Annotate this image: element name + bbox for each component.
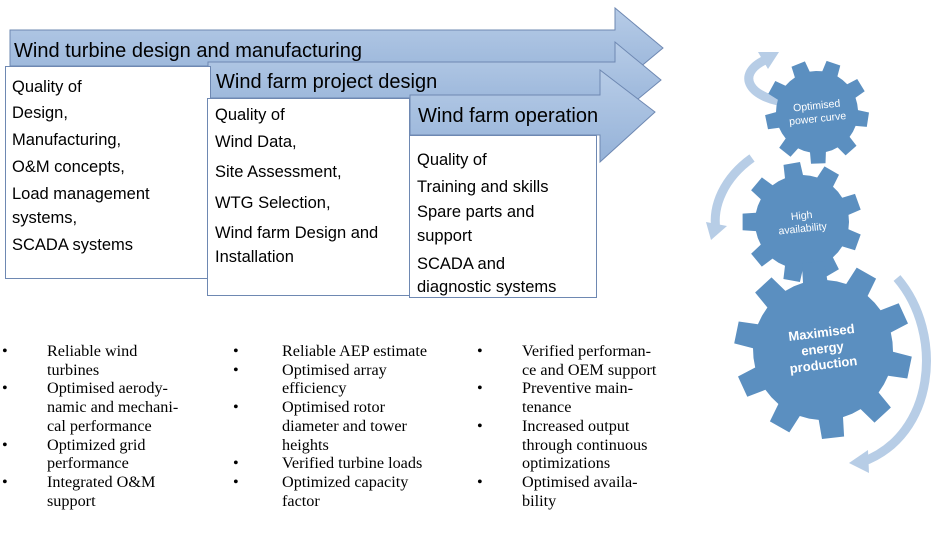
bullet-icon: • bbox=[2, 342, 8, 360]
benefit-line: performance bbox=[47, 454, 129, 473]
stage-box-2: Quality of Wind Data, Site Assessment, W… bbox=[207, 98, 410, 296]
stage-2-line: Site Assessment, bbox=[215, 163, 342, 181]
benefit-line: Optimised availa- bbox=[522, 472, 638, 491]
bullet-icon: • bbox=[233, 342, 239, 360]
benefit-line: Optimised aerody- bbox=[47, 379, 168, 398]
stage-1-line: O&M concepts, bbox=[12, 158, 125, 176]
benefit-line: turbines bbox=[47, 360, 100, 379]
benefit-line: through continuous bbox=[522, 435, 648, 454]
benefit-line: ce and OEM support bbox=[522, 360, 657, 379]
benefit-line: Optimised rotor bbox=[282, 398, 385, 417]
gear-optimised-power-curve: Optimised power curve bbox=[765, 60, 869, 164]
cycle-arrow-bottom bbox=[860, 275, 931, 467]
stage-box-3: Quality of Training and skills Spare par… bbox=[409, 135, 597, 298]
benefit-line: support bbox=[47, 491, 96, 510]
stage-title-1: Wind turbine design and manufacturing bbox=[14, 40, 362, 62]
stage-3-line: SCADA and bbox=[417, 255, 506, 273]
gear-0-line-0: Optimised bbox=[793, 98, 841, 115]
stage-title-3: Wind farm operation bbox=[418, 105, 598, 127]
benefit-line: heights bbox=[282, 435, 329, 454]
benefit-line: factor bbox=[282, 491, 320, 510]
bullet-icon: • bbox=[477, 472, 483, 491]
bullet-icon: • bbox=[233, 472, 239, 491]
stage-2-line: Installation bbox=[215, 248, 294, 266]
benefit-line: Reliable wind bbox=[47, 342, 138, 360]
gear-shape bbox=[734, 261, 912, 439]
gear-2-line-1: energy bbox=[800, 338, 845, 358]
gear-0-line-1: power curve bbox=[789, 110, 847, 128]
gear-shape bbox=[742, 162, 861, 282]
stage-1-line: Manufacturing, bbox=[12, 131, 122, 149]
gear-shape bbox=[765, 60, 869, 164]
benefit-line: Optimized grid bbox=[47, 435, 146, 454]
stage-3-line: Quality of bbox=[417, 151, 487, 169]
benefit-line: Integrated O&M bbox=[47, 472, 156, 491]
bullet-icon: • bbox=[233, 454, 239, 473]
benefit-line: Verified performan- bbox=[522, 342, 651, 360]
stage-3-line: support bbox=[417, 227, 473, 245]
stage-1-line: systems, bbox=[12, 209, 78, 227]
stage-1-line: SCADA systems bbox=[12, 236, 134, 254]
gear-high-availability: High availability bbox=[742, 162, 861, 282]
benefit-line: optimizations bbox=[522, 454, 611, 473]
benefit-item: • Optimised aerody-namic and mechani-cal … bbox=[2, 379, 179, 435]
bullet-icon: • bbox=[2, 435, 8, 454]
cycle-arrowhead-bottom bbox=[849, 450, 869, 473]
benefit-line: Increased output bbox=[522, 416, 630, 435]
bullet-icon: • bbox=[2, 472, 8, 491]
benefit-line: diameter and tower bbox=[282, 416, 407, 435]
benefit-line: Verified turbine loads bbox=[282, 454, 423, 473]
gear-1-line-1: availability bbox=[778, 220, 828, 237]
cycle-arrowhead-top bbox=[758, 52, 779, 69]
benefit-line: tenance bbox=[522, 398, 572, 417]
benefit-item: • Optimised availa-bility bbox=[477, 472, 656, 510]
stage-2-line: Wind farm Design and bbox=[215, 224, 379, 242]
benefit-line: Reliable AEP estimate bbox=[282, 342, 428, 360]
bullet-icon: • bbox=[2, 379, 8, 398]
bullet-icon: • bbox=[233, 360, 239, 379]
benefit-line: Preventive main- bbox=[522, 379, 634, 398]
benefit-list-3: • Verified performan-ce and OEM support •… bbox=[477, 342, 657, 510]
stage-1-line: Design, bbox=[12, 104, 68, 122]
stage-3-line: Training and skills bbox=[417, 178, 549, 196]
stage-1-line: Quality of bbox=[12, 78, 82, 96]
cycle-arrowhead-middle bbox=[706, 222, 727, 240]
bullet-icon: • bbox=[477, 416, 483, 435]
gear-maximised-energy-production: Maximised energy production bbox=[734, 261, 912, 439]
benefit-item: • Reliable AEP estimate bbox=[233, 342, 428, 361]
stage-1-line: Load management bbox=[12, 185, 150, 203]
gear-1-line-0: High bbox=[790, 209, 813, 223]
benefit-line: Optimized capacity bbox=[282, 472, 409, 491]
cycle-arrow-middle bbox=[710, 154, 755, 231]
stage-2-line: WTG Selection, bbox=[215, 194, 331, 212]
bullet-icon: • bbox=[477, 379, 483, 398]
stage-box-1: Quality of Design, Manufacturing, O&M co… bbox=[5, 66, 211, 279]
stage-2-line: Quality of bbox=[215, 106, 285, 124]
benefit-item: • Preventive main-tenance bbox=[477, 379, 656, 417]
benefit-line: efficiency bbox=[282, 379, 347, 398]
benefit-line: bility bbox=[522, 491, 557, 510]
benefit-line: cal performance bbox=[47, 416, 152, 435]
benefit-line: Optimised array bbox=[282, 360, 387, 379]
bullet-icon: • bbox=[477, 342, 483, 360]
stage-title-2: Wind farm project design bbox=[216, 71, 437, 93]
stage-3-line: diagnostic systems bbox=[417, 278, 557, 296]
stage-3-line: Spare parts and bbox=[417, 203, 535, 221]
bullet-icon: • bbox=[233, 398, 239, 417]
benefit-item: • Verified turbine loads bbox=[233, 454, 427, 473]
benefit-item: • Verified performan-ce and OEM support bbox=[477, 342, 657, 379]
benefit-line: namic and mechani- bbox=[47, 398, 179, 417]
stage-2-line: Wind Data, bbox=[215, 133, 297, 151]
